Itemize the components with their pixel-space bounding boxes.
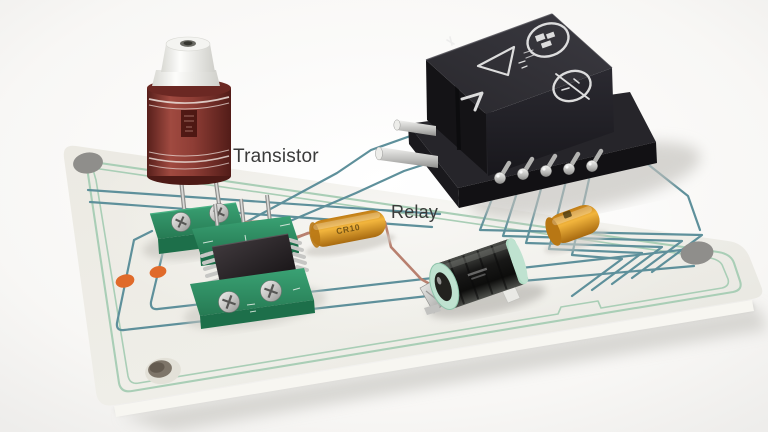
cap-polarity-mark [562,210,572,219]
relay-pin [397,120,436,136]
relay-body-top-face [426,14,612,114]
transistor-logo [181,110,197,137]
base-board [190,268,315,329]
transistor [147,36,245,254]
relay-edge [551,13,613,69]
solder-ball [494,172,506,184]
capacitor-text-marks [467,267,488,277]
solder-ball [517,168,529,180]
resistor-marking: CR10 [335,222,361,236]
trace [86,188,442,216]
board-screw [260,280,282,302]
solder-dot [149,266,167,278]
transistor-body [147,79,231,185]
plus-marks-icon [518,60,528,69]
solder-ball [563,163,575,175]
label-transistor: Transistor [233,146,319,167]
solder-dots [115,266,167,288]
board-side-edge [114,300,754,417]
relay-base-front [458,142,657,208]
mounting-hole [145,357,181,385]
ic-chip-body [212,234,296,283]
triangle-mark-icon [476,45,516,77]
orange-cap-shadow [544,230,608,254]
relay-body-right-face [486,68,614,176]
corner-mark-icon [446,36,455,46]
relay-seam [455,83,461,151]
resistor: CR10 [309,210,386,248]
solder-ball [540,165,552,177]
seven-mark-icon [460,91,484,112]
soic-chip [200,233,309,285]
trace [149,225,692,311]
relay-bottom-pins [494,148,604,184]
relay [375,13,657,208]
board-screw [218,291,240,313]
trace [226,132,418,234]
tantalum-capacitor [545,204,600,246]
relay-edge-highlight [425,13,553,61]
mounting-pad [680,241,714,265]
relay-left-pins [375,119,438,168]
cert-circle-grid-icon [526,22,570,58]
cert-circle-diagonal-icon [552,69,592,103]
relay-markings [446,22,592,112]
relay-pin [379,147,438,168]
solder-dot [115,274,135,288]
terminal-screw [171,212,191,232]
electrolytic-capacitor [429,238,529,310]
tiny-text-marks [523,49,535,59]
terminal-screw [209,203,229,223]
resistor-shadow [304,233,396,257]
mounting-pad [73,152,103,174]
mounting-pads [73,152,714,385]
transistor-ceramic-cap [152,36,220,86]
label-relay: Relay [391,202,438,222]
solder-ball [586,160,598,172]
ic-chip-module [190,194,315,329]
